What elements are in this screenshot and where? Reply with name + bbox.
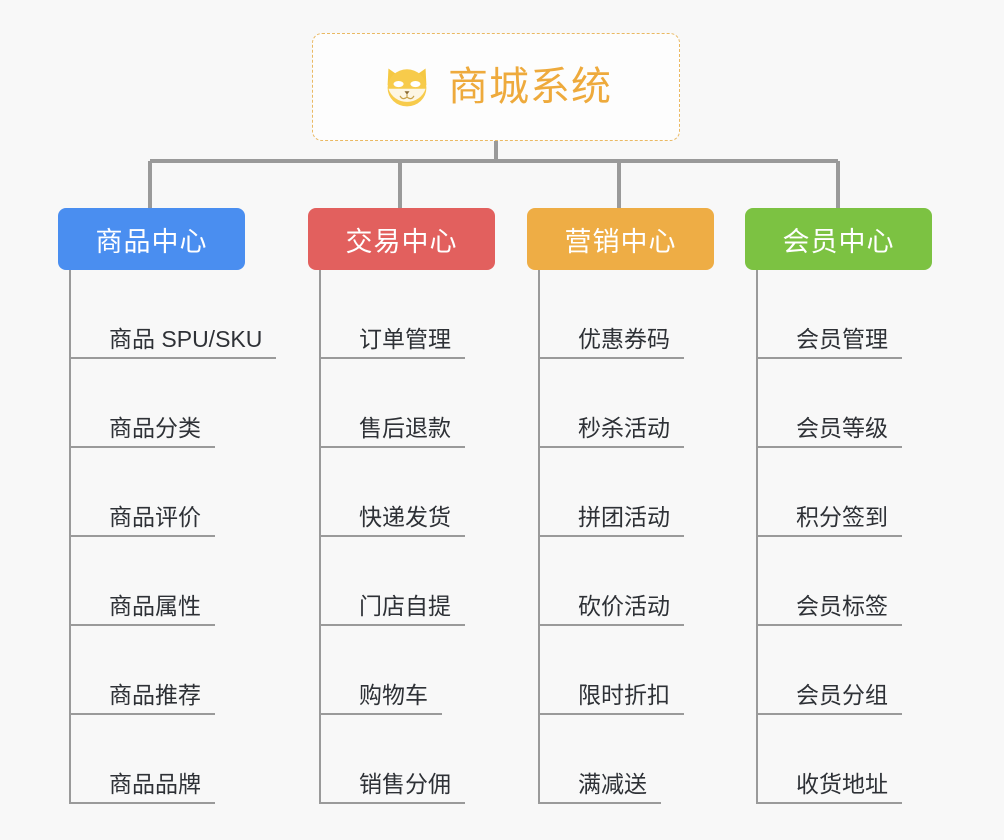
- leaf-label: 积分签到: [758, 504, 902, 537]
- leaf-label: 销售分佣: [321, 771, 465, 804]
- leaf-item[interactable]: 购物车: [321, 626, 495, 715]
- leaf-item[interactable]: 商品 SPU/SKU: [71, 270, 277, 359]
- leaf-label: 拼团活动: [540, 504, 684, 537]
- leaf-label: 商品 SPU/SKU: [71, 326, 277, 359]
- leaf-label: 满减送: [540, 771, 661, 804]
- leaf-label: 会员等级: [758, 415, 902, 448]
- leaf-label: 快递发货: [321, 504, 465, 537]
- leaf-item[interactable]: 订单管理: [321, 270, 495, 359]
- leaf-label: 砍价活动: [540, 593, 684, 626]
- leaf-item[interactable]: 拼团活动: [540, 448, 714, 537]
- leaf-label: 秒杀活动: [540, 415, 684, 448]
- leaf-item[interactable]: 商品推荐: [71, 626, 276, 715]
- branch-header-member[interactable]: 会员中心: [745, 208, 932, 270]
- branch-header-label: 交易中心: [345, 226, 458, 257]
- leaf-item[interactable]: 商品属性: [71, 537, 276, 626]
- branch-column-product: 商品中心 商品 SPU/SKU 商品分类 商品评价 商品属性 商品推荐 商品品牌: [58, 208, 277, 804]
- leaf-label: 优惠券码: [540, 326, 684, 359]
- leaf-label: 订单管理: [321, 326, 465, 359]
- leaf-item[interactable]: 秒杀活动: [540, 359, 714, 448]
- branch-column-marketing: 营销中心 优惠券码 秒杀活动 拼团活动 砍价活动 限时折扣 满减送: [527, 208, 714, 804]
- leaf-item[interactable]: 收货地址: [758, 715, 932, 804]
- leaf-item[interactable]: 商品评价: [71, 448, 276, 537]
- branch-spine-marketing: 优惠券码 秒杀活动 拼团活动 砍价活动 限时折扣 满减送: [538, 270, 714, 804]
- leaf-item[interactable]: 会员分组: [758, 626, 932, 715]
- branch-spine-member: 会员管理 会员等级 积分签到 会员标签 会员分组 收货地址: [756, 270, 932, 804]
- leaf-item[interactable]: 销售分佣: [321, 715, 495, 804]
- leaf-item[interactable]: 商品品牌: [71, 715, 276, 804]
- branch-header-product[interactable]: 商品中心: [58, 208, 245, 270]
- leaf-label: 商品评价: [71, 504, 215, 537]
- leaf-item[interactable]: 快递发货: [321, 448, 495, 537]
- leaf-item[interactable]: 会员管理: [758, 270, 932, 359]
- shiba-dog-icon: [387, 68, 427, 107]
- branch-spine-trade: 订单管理 售后退款 快递发货 门店自提 购物车 销售分佣: [319, 270, 495, 804]
- leaf-item[interactable]: 积分签到: [758, 448, 932, 537]
- leaf-item[interactable]: 限时折扣: [540, 626, 714, 715]
- leaf-label: 收货地址: [758, 771, 902, 804]
- leaf-label: 门店自提: [321, 593, 465, 626]
- branch-header-marketing[interactable]: 营销中心: [527, 208, 714, 270]
- leaf-label: 会员分组: [758, 682, 902, 715]
- leaf-item[interactable]: 优惠券码: [540, 270, 714, 359]
- leaf-item[interactable]: 会员标签: [758, 537, 932, 626]
- leaf-label: 限时折扣: [540, 682, 684, 715]
- leaf-item[interactable]: 商品分类: [71, 359, 276, 448]
- branch-column-trade: 交易中心 订单管理 售后退款 快递发货 门店自提 购物车 销售分佣: [308, 208, 495, 804]
- leaf-label: 商品属性: [71, 593, 215, 626]
- root-node[interactable]: 商城系统: [312, 33, 680, 141]
- branch-column-member: 会员中心 会员管理 会员等级 积分签到 会员标签 会员分组 收货地址: [745, 208, 932, 804]
- leaf-label: 购物车: [321, 682, 442, 715]
- leaf-item[interactable]: 会员等级: [758, 359, 932, 448]
- leaf-item[interactable]: 售后退款: [321, 359, 495, 448]
- leaf-item[interactable]: 门店自提: [321, 537, 495, 626]
- leaf-label: 商品分类: [71, 415, 215, 448]
- leaf-item[interactable]: 砍价活动: [540, 537, 714, 626]
- branch-header-label: 营销中心: [564, 226, 677, 257]
- branch-header-trade[interactable]: 交易中心: [308, 208, 495, 270]
- root-title: 商城系统: [448, 65, 612, 109]
- leaf-label: 商品推荐: [71, 682, 215, 715]
- branch-spine-product: 商品 SPU/SKU 商品分类 商品评价 商品属性 商品推荐 商品品牌: [69, 270, 277, 804]
- leaf-label: 售后退款: [321, 415, 465, 448]
- branch-header-label: 商品中心: [95, 226, 208, 257]
- branch-header-label: 会员中心: [782, 226, 895, 257]
- leaf-label: 会员标签: [758, 593, 902, 626]
- leaf-item[interactable]: 满减送: [540, 715, 714, 804]
- leaf-label: 会员管理: [758, 326, 902, 359]
- leaf-label: 商品品牌: [71, 771, 215, 804]
